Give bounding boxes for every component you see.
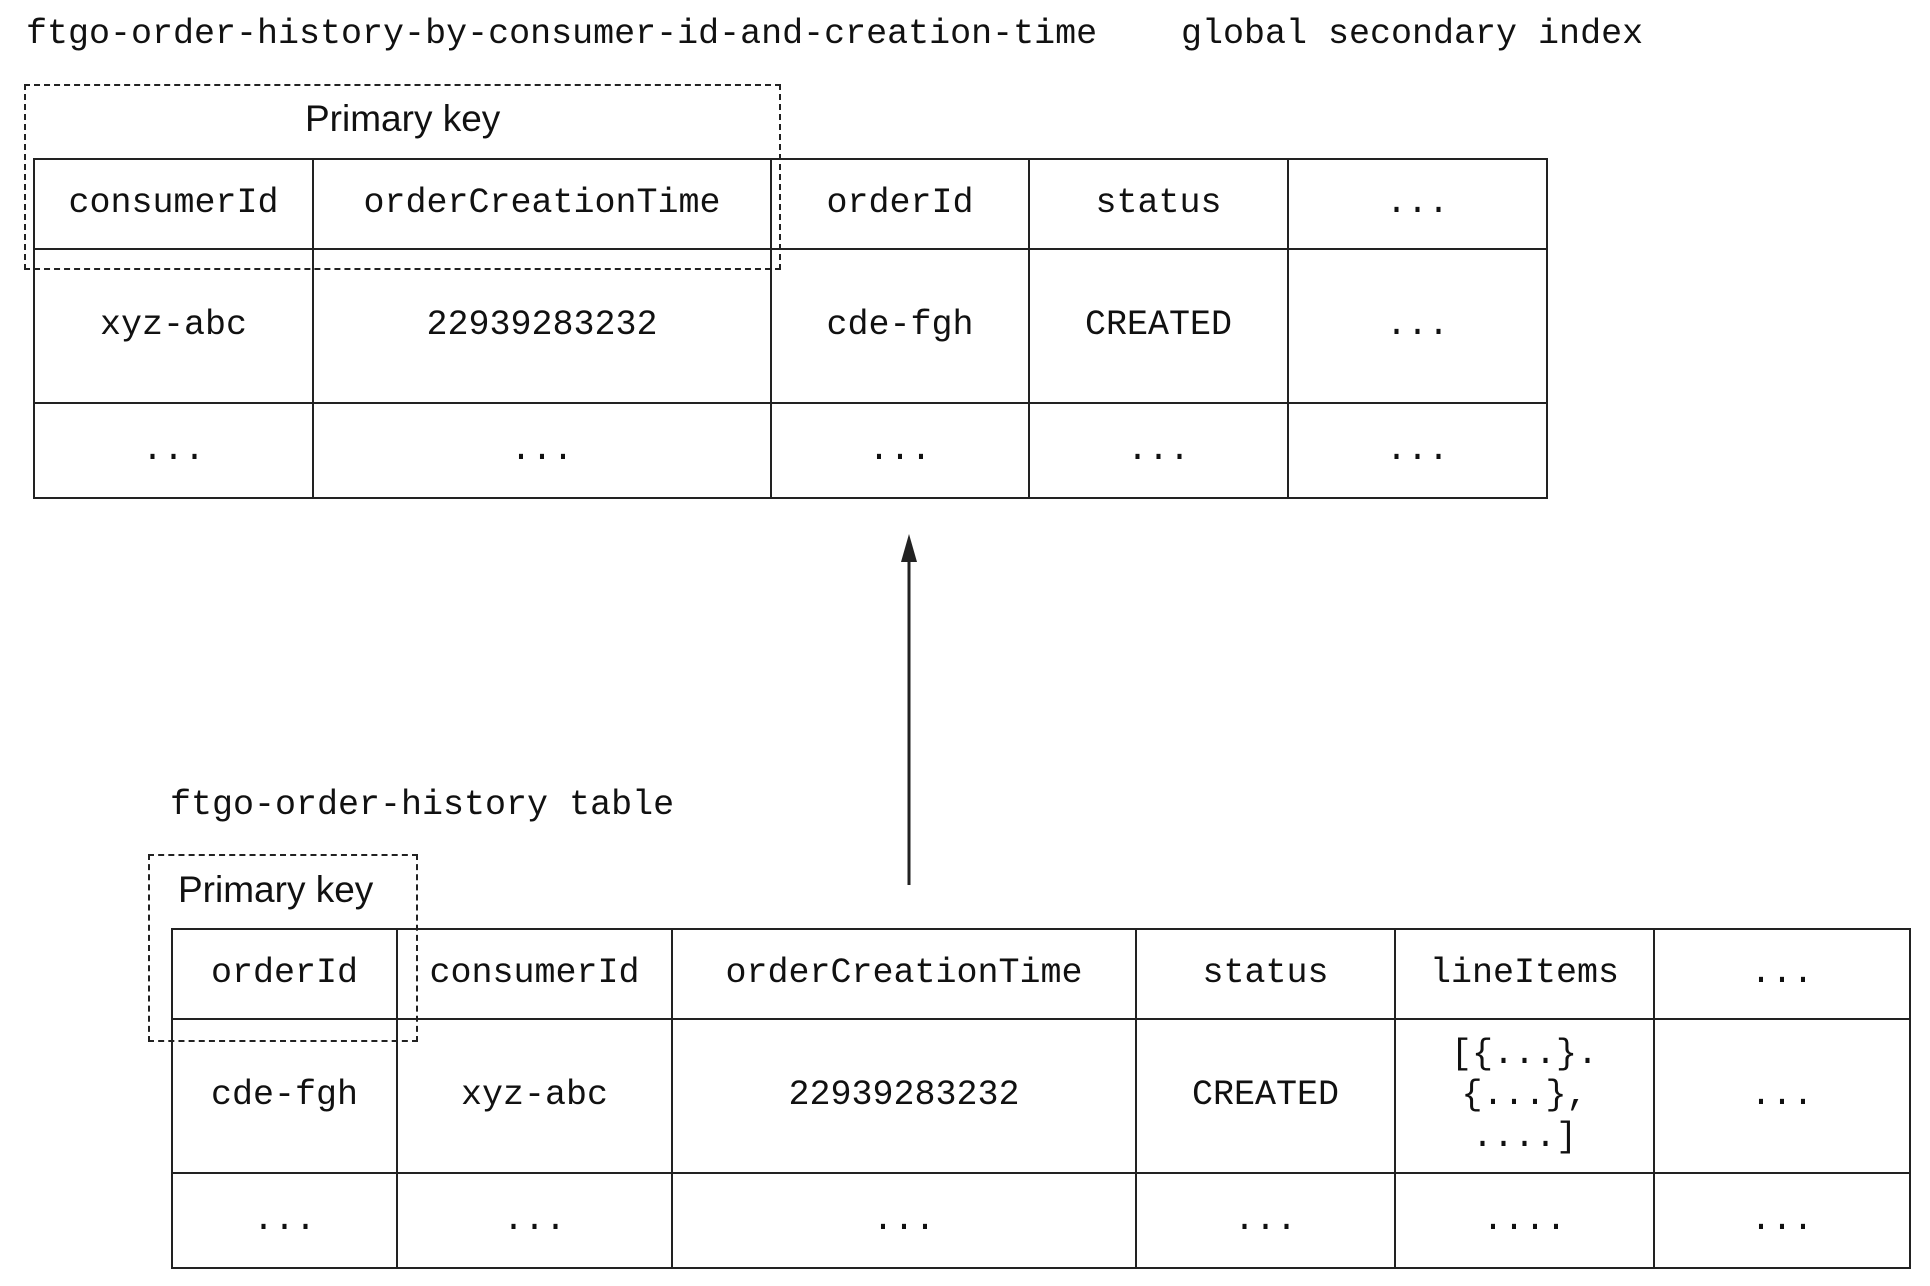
index-col-status: status [1028, 158, 1289, 250]
index-col-orderId: orderId [770, 158, 1030, 250]
index-col-more: ... [1287, 158, 1548, 250]
base-cell: cde-fgh [171, 1018, 398, 1174]
index-kind-caption: global secondary index [1181, 14, 1644, 54]
index-cell: xyz-abc [33, 248, 314, 404]
base-cell: CREATED [1135, 1018, 1396, 1174]
index-col-consumerId: consumerId [33, 158, 314, 250]
index-col-orderCreationTime: orderCreationTime [312, 158, 772, 250]
base-cell: ... [1135, 1172, 1396, 1269]
base-cell: xyz-abc [396, 1018, 673, 1174]
index-cell: ... [770, 402, 1030, 499]
base-cell: ... [1653, 1018, 1911, 1174]
base-col-lineItems: lineItems [1394, 928, 1655, 1020]
base-table-caption: ftgo-order-history table [170, 785, 675, 825]
base-table-row: ... ... ... ... .... ... [171, 1172, 1911, 1269]
base-cell: 22939283232 [671, 1018, 1137, 1174]
base-header-row: orderId consumerId orderCreationTime sta… [171, 928, 1911, 1020]
index-table-row: ... ... ... ... ... [33, 402, 1548, 499]
base-primary-key-label: Primary key [178, 869, 374, 910]
base-cell: ... [671, 1172, 1137, 1269]
base-table: orderId consumerId orderCreationTime sta… [171, 928, 1911, 1269]
index-header-row: consumerId orderCreationTime orderId sta… [33, 158, 1548, 250]
base-col-orderId: orderId [171, 928, 398, 1020]
index-cell: ... [1287, 248, 1548, 404]
base-cell: .... [1394, 1172, 1655, 1269]
base-col-orderCreationTime: orderCreationTime [671, 928, 1137, 1020]
index-cell: cde-fgh [770, 248, 1030, 404]
index-cell: ... [1028, 402, 1289, 499]
index-name-caption: ftgo-order-history-by-consumer-id-and-cr… [26, 14, 1098, 54]
base-cell: ... [1653, 1172, 1911, 1269]
base-col-status: status [1135, 928, 1396, 1020]
index-table-row: xyz-abc 22939283232 cde-fgh CREATED ... [33, 248, 1548, 404]
index-primary-key-label: Primary key [305, 98, 501, 139]
index-cell: ... [312, 402, 772, 499]
index-cell: ... [1287, 402, 1548, 499]
base-col-more: ... [1653, 928, 1911, 1020]
base-cell-lineItems: [{...}. {...}, ....] [1394, 1018, 1655, 1174]
base-cell: ... [396, 1172, 673, 1269]
index-table: consumerId orderCreationTime orderId sta… [33, 158, 1548, 499]
base-cell: ... [171, 1172, 398, 1269]
index-cell: CREATED [1028, 248, 1289, 404]
index-cell: 22939283232 [312, 248, 772, 404]
base-table-row: cde-fgh xyz-abc 22939283232 CREATED [{..… [171, 1018, 1911, 1174]
arrow-head [901, 534, 917, 562]
base-col-consumerId: consumerId [396, 928, 673, 1020]
index-cell: ... [33, 402, 314, 499]
